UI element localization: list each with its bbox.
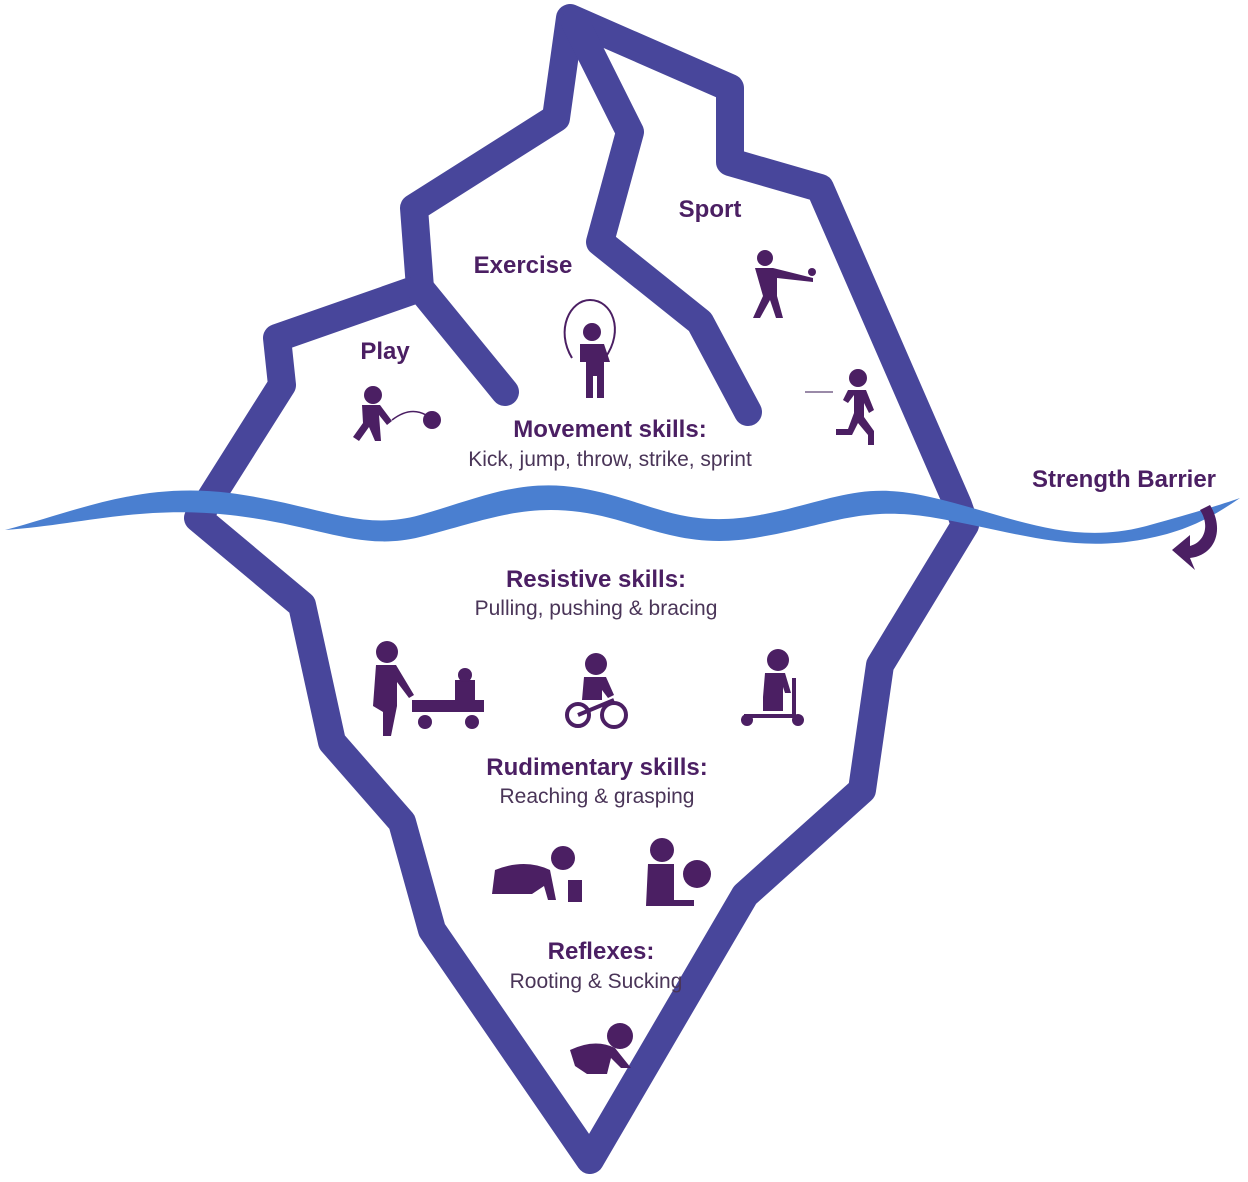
level-subtitle-rudimentary: Reaching & grasping — [499, 785, 695, 808]
child-kicking-ball-icon — [353, 386, 441, 441]
level-title-reflexes: Reflexes: — [547, 938, 655, 965]
level-subtitle-reflexes: Rooting & Sucking — [509, 970, 683, 993]
level-title-rudimentary: Rudimentary skills: — [486, 754, 708, 781]
baby-crawling-toy-icon — [492, 846, 582, 902]
child-jump-rope-icon — [563, 298, 616, 398]
iceberg-crevice-right — [561, 8, 762, 426]
water-line — [5, 485, 1240, 544]
level-title-resistive: Resistive skills: — [505, 566, 687, 593]
child-batting-icon — [753, 250, 816, 318]
iceberg-outline — [184, 4, 979, 1174]
level-subtitle-resistive: Pulling, pushing & bracing — [474, 597, 718, 620]
child-scooter-icon — [741, 649, 804, 726]
play-label: Play — [360, 338, 410, 365]
baby-crawling-icon — [570, 1023, 633, 1074]
level-subtitle-movement: Kick, jump, throw, strike, sprint — [468, 448, 752, 471]
iceberg-crevice-left — [406, 274, 519, 406]
child-tricycle-icon — [565, 653, 628, 729]
level-title-movement: Movement skills: — [513, 416, 707, 443]
child-sprinting-icon — [805, 369, 874, 445]
curved-arrow-icon — [1172, 505, 1218, 570]
exercise-label: Exercise — [473, 252, 573, 279]
child-pulling-wagon-icon — [373, 641, 484, 736]
baby-sitting-ball-icon — [646, 838, 711, 906]
strength-barrier-label: Strength Barrier — [1031, 466, 1217, 493]
sport-label: Sport — [678, 196, 742, 223]
